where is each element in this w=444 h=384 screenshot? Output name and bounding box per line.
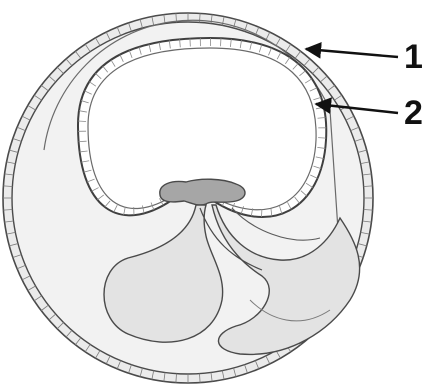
label-1-callout: 1 [306,38,423,76]
label-2-text: 2 [404,94,423,132]
cell-mark [318,138,326,139]
label-1-text: 1 [404,38,423,76]
embryonic-disc [160,179,245,205]
label-1-arrow [306,49,398,57]
